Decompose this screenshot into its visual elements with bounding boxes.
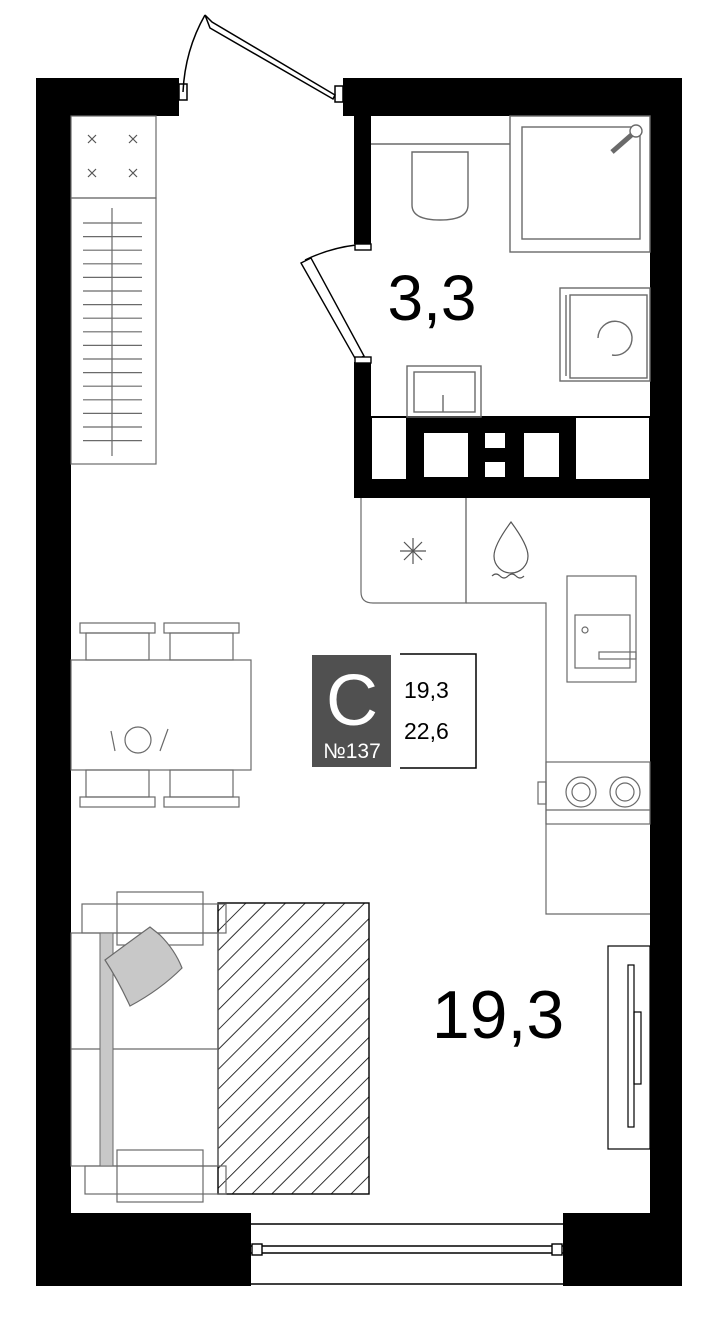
bathroom-fixtures [371, 115, 651, 418]
badge-living-area: 19,3 [404, 677, 449, 703]
shoe-rack [70, 115, 157, 199]
wall-right [650, 78, 682, 1286]
wall-bathroom-bottom [354, 480, 650, 498]
wall-bottom-left [36, 1213, 251, 1286]
badge-number: №137 [323, 740, 381, 763]
walls [36, 78, 682, 1286]
bathroom-sink [406, 365, 482, 418]
toilet [411, 151, 469, 221]
kitchen [360, 498, 651, 915]
living-area-label: 19,3 [432, 977, 564, 1053]
ventilation-block [370, 416, 651, 481]
badge-letter: С [326, 661, 378, 741]
water-drop-icon [491, 520, 529, 579]
badge-type-box [312, 655, 391, 767]
wall-top-right [343, 78, 682, 116]
washing-machine [559, 287, 651, 382]
badge-total-area: 22,6 [404, 718, 449, 744]
bathroom-door [300, 243, 372, 364]
entrance-door [178, 14, 344, 103]
sofa-bed [70, 891, 370, 1203]
window-bottom [251, 1223, 563, 1285]
tv-stand [607, 945, 651, 1150]
kitchen-sink [566, 575, 637, 683]
wall-bathroom-lower [354, 362, 371, 498]
wall-left [36, 78, 71, 1286]
bathroom-area-label: 3,3 [388, 262, 477, 334]
dining-table [70, 622, 252, 808]
pillow [104, 926, 183, 1007]
wardrobe [70, 197, 157, 465]
kitchen-counter [360, 498, 467, 604]
wall-bottom-right [563, 1213, 682, 1286]
wall-top-left [36, 78, 179, 116]
shower-tray [509, 115, 651, 253]
wall-bathroom-upper [354, 116, 371, 244]
apartment-badge: С №137 19,3 22,6 [312, 653, 477, 769]
star-icon [400, 538, 426, 564]
